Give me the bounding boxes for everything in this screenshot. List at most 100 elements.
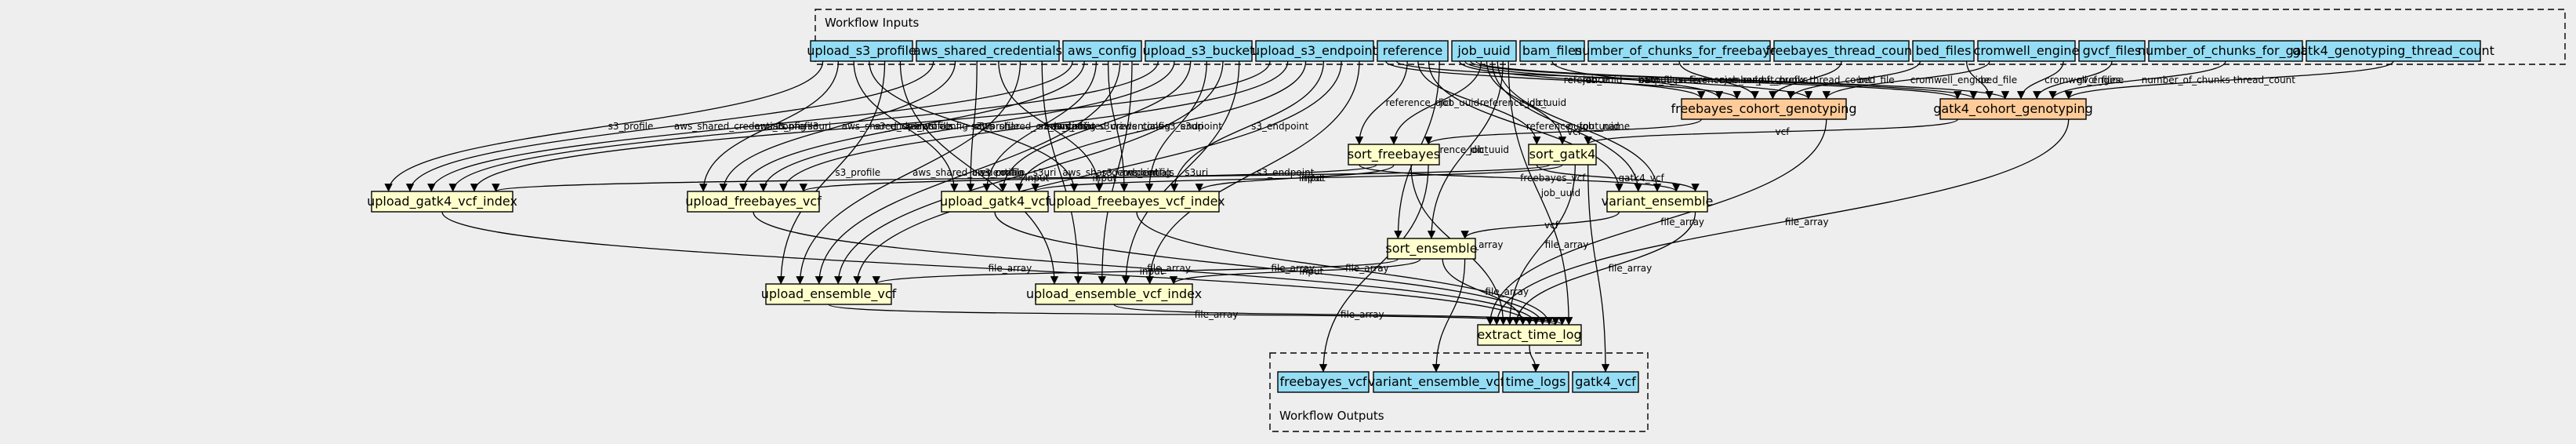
edge-label: reference_dict xyxy=(1386,97,1453,108)
node-label: upload_freebayes_vcf_index xyxy=(1048,194,1225,209)
input-node-bam_files[interactable]: bam_files xyxy=(1519,40,1585,62)
node-label: aws_shared_credentials xyxy=(913,43,1062,59)
edge-aws_shared_credentials-to-upload_freebayes_vcf_index xyxy=(998,60,1104,192)
step-node-upload_ensemble_vcf[interactable]: upload_ensemble_vcf xyxy=(761,283,897,305)
edge-sort_ensemble-to-extract_time_log xyxy=(1442,258,1527,326)
node-box xyxy=(1519,40,1585,62)
step-node-upload_gatk4_vcf_index[interactable]: upload_gatk4_vcf_index xyxy=(367,191,517,213)
node-label: freebayes_thread_count xyxy=(1766,43,1917,59)
edge-sort_gatk4-to-extract_time_log xyxy=(1505,164,1576,326)
edge-aws_shared_credentials-to-upload_gatk4_vcf xyxy=(966,60,978,192)
edge-label: input xyxy=(1025,173,1050,184)
output-node-variant_ensemble_vcf[interactable]: variant_ensemble_vcf xyxy=(1368,371,1505,393)
step-node-upload_ensemble_vcf_index[interactable]: upload_ensemble_vcf_index xyxy=(1026,283,1202,305)
node-label: gatk4_vcf xyxy=(1575,374,1636,390)
edge-aws_config-to-upload_gatk4_vcf_index xyxy=(427,60,1073,192)
edge-label: thread_count xyxy=(2233,75,2295,86)
edge-aws_config-to-upload_ensemble_vcf_index xyxy=(1098,60,1133,285)
edge-upload_s3_bucket-to-upload_freebayes_vcf xyxy=(759,60,1175,192)
edge-label: input xyxy=(1301,173,1326,184)
edge-job_uuid-to-sort_freebayes xyxy=(1389,60,1482,145)
edge-sort_freebayes-to-upload_freebayes_vcf xyxy=(799,164,1377,192)
input-node-number_of_chunks_for_freebayes[interactable]: number_of_chunks_for_freebayes xyxy=(1574,40,1784,62)
input-node-aws_config[interactable]: aws_config xyxy=(1062,40,1142,62)
edge-upload_freebayes_vcf-to-extract_time_log xyxy=(753,211,1540,326)
input-node-upload_s3_profile[interactable]: upload_s3_profile xyxy=(807,40,916,62)
edge-upload_s3_profile-to-upload_gatk4_vcf_index xyxy=(384,60,824,192)
node-box xyxy=(916,40,1060,62)
input-node-job_uuid[interactable]: job_uuid xyxy=(1451,40,1517,62)
node-label: sort_ensemble xyxy=(1385,241,1477,257)
input-node-cromwell_engine[interactable]: cromwell_engine xyxy=(1974,40,2080,62)
edge-upload_s3_bucket-to-upload_gatk4_vcf xyxy=(999,60,1192,192)
edge-freebayes_cohort_genotyping-to-extract_time_log xyxy=(1486,118,1827,326)
edge-label: job_uuid xyxy=(1579,121,1619,132)
node-box xyxy=(1477,324,1582,346)
node-box xyxy=(2078,40,2146,62)
edge-label: file_array xyxy=(1785,217,1829,227)
node-label: gatk4_genotyping_thread_count xyxy=(2292,43,2494,59)
step-node-gatk4_cohort_genotyping[interactable]: gatk4_cohort_genotyping xyxy=(1933,98,2093,120)
edge-label: input xyxy=(1140,266,1164,277)
edge-aws_config-to-upload_gatk4_vcf xyxy=(982,60,1098,192)
edge-sort_gatk4-to-gatk4_vcf xyxy=(1587,164,1610,373)
step-node-upload_freebayes_vcf_index[interactable]: upload_freebayes_vcf_index xyxy=(1048,191,1225,213)
edge-label: output_prefix xyxy=(1639,75,1702,86)
step-node-extract_time_log[interactable]: extract_time_log xyxy=(1477,324,1582,346)
edge-label: freebayes_vcf xyxy=(1520,173,1586,184)
step-node-upload_gatk4_vcf[interactable]: upload_gatk4_vcf xyxy=(940,191,1050,213)
step-node-variant_ensemble[interactable]: variant_ensemble xyxy=(1602,191,1714,213)
node-label: upload_gatk4_vcf xyxy=(940,194,1050,209)
edge-label: file_array xyxy=(1195,309,1239,320)
edge-label: input xyxy=(1299,266,1323,277)
input-node-aws_shared_credentials[interactable]: aws_shared_credentials xyxy=(913,40,1062,62)
edge-label: aws_shared_credentials xyxy=(674,121,786,132)
edge-label: job_uuid xyxy=(1439,97,1479,108)
input-node-bed_files[interactable]: bed_files xyxy=(1912,40,1975,62)
edge-label: job_uuid xyxy=(1540,187,1580,198)
step-node-sort_gatk4[interactable]: sort_gatk4 xyxy=(1528,144,1597,166)
edge-freebayes_cohort_genotyping-to-sort_freebayes xyxy=(1424,118,1702,145)
output-node-time_logs[interactable]: time_logs xyxy=(1502,371,1569,393)
step-node-sort_freebayes[interactable]: sort_freebayes xyxy=(1348,144,1440,166)
edge-sort_gatk4-to-variant_ensemble xyxy=(1536,164,1700,192)
output-node-freebayes_vcf[interactable]: freebayes_vcf xyxy=(1277,371,1370,393)
edge-job_uuid-to-variant_ensemble xyxy=(1497,60,1662,192)
edge-label: job_uuid xyxy=(1582,75,1622,86)
edge-variant_ensemble-to-extract_time_log xyxy=(1512,211,1696,326)
step-node-freebayes_cohort_genotyping[interactable]: freebayes_cohort_genotyping xyxy=(1671,98,1857,120)
edge-label: cromwell_engine xyxy=(2044,75,2124,86)
input-node-upload_s3_endpoint[interactable]: upload_s3_endpoint xyxy=(1252,40,1377,62)
edge-upload_s3_profile-to-upload_freebayes_vcf xyxy=(699,60,840,192)
input-node-number_of_chunks_for_gatk[interactable]: number_of_chunks_for_gatk xyxy=(2138,40,2314,62)
edges-layer xyxy=(384,60,2394,373)
node-label: variant_ensemble xyxy=(1602,194,1714,209)
input-node-gatk4_genotyping_thread_count[interactable]: gatk4_genotyping_thread_count xyxy=(2292,40,2494,62)
input-node-reference[interactable]: reference xyxy=(1377,40,1449,62)
node-label: bam_files xyxy=(1522,43,1582,59)
edge-label: s3_endpoint xyxy=(1165,121,1222,132)
step-node-sort_ensemble[interactable]: sort_ensemble xyxy=(1385,238,1478,260)
node-box xyxy=(810,40,913,62)
edge-aws_shared_credentials-to-upload_ensemble_vcf xyxy=(796,60,1021,285)
edge-aws_config-to-upload_ensemble_vcf xyxy=(815,60,1121,285)
node-box xyxy=(1606,191,1708,213)
node-box xyxy=(1145,40,1253,62)
node-label: freebayes_vcf xyxy=(1279,374,1366,390)
input-node-gvcf_files[interactable]: gvcf_files xyxy=(2078,40,2146,62)
edge-freebayes_thread_count-to-freebayes_cohort_genotyping xyxy=(1769,60,1842,100)
node-box xyxy=(1387,238,1476,260)
edge-upload_s3_bucket-to-upload_freebayes_vcf_index xyxy=(1145,60,1207,192)
output-node-gatk4_vcf[interactable]: gatk4_vcf xyxy=(1572,371,1639,393)
edge-sort_gatk4-to-upload_gatk4_vcf_index xyxy=(492,164,1551,192)
node-box xyxy=(687,191,820,213)
edge-upload_s3_endpoint-to-upload_freebayes_vcf_index xyxy=(1170,60,1325,192)
input-node-freebayes_thread_count[interactable]: freebayes_thread_count xyxy=(1766,40,1917,62)
node-box xyxy=(1054,191,1220,213)
input-node-upload_s3_bucket[interactable]: upload_s3_bucket xyxy=(1143,40,1255,62)
edge-aws_config-to-upload_freebayes_vcf xyxy=(739,60,1085,192)
edge-label: number_of_chunks xyxy=(2142,75,2230,86)
step-node-upload_freebayes_vcf[interactable]: upload_freebayes_vcf xyxy=(685,191,822,213)
edge-reference-to-sort_freebayes xyxy=(1355,60,1408,145)
edge-label: bam_files xyxy=(1638,75,1683,86)
